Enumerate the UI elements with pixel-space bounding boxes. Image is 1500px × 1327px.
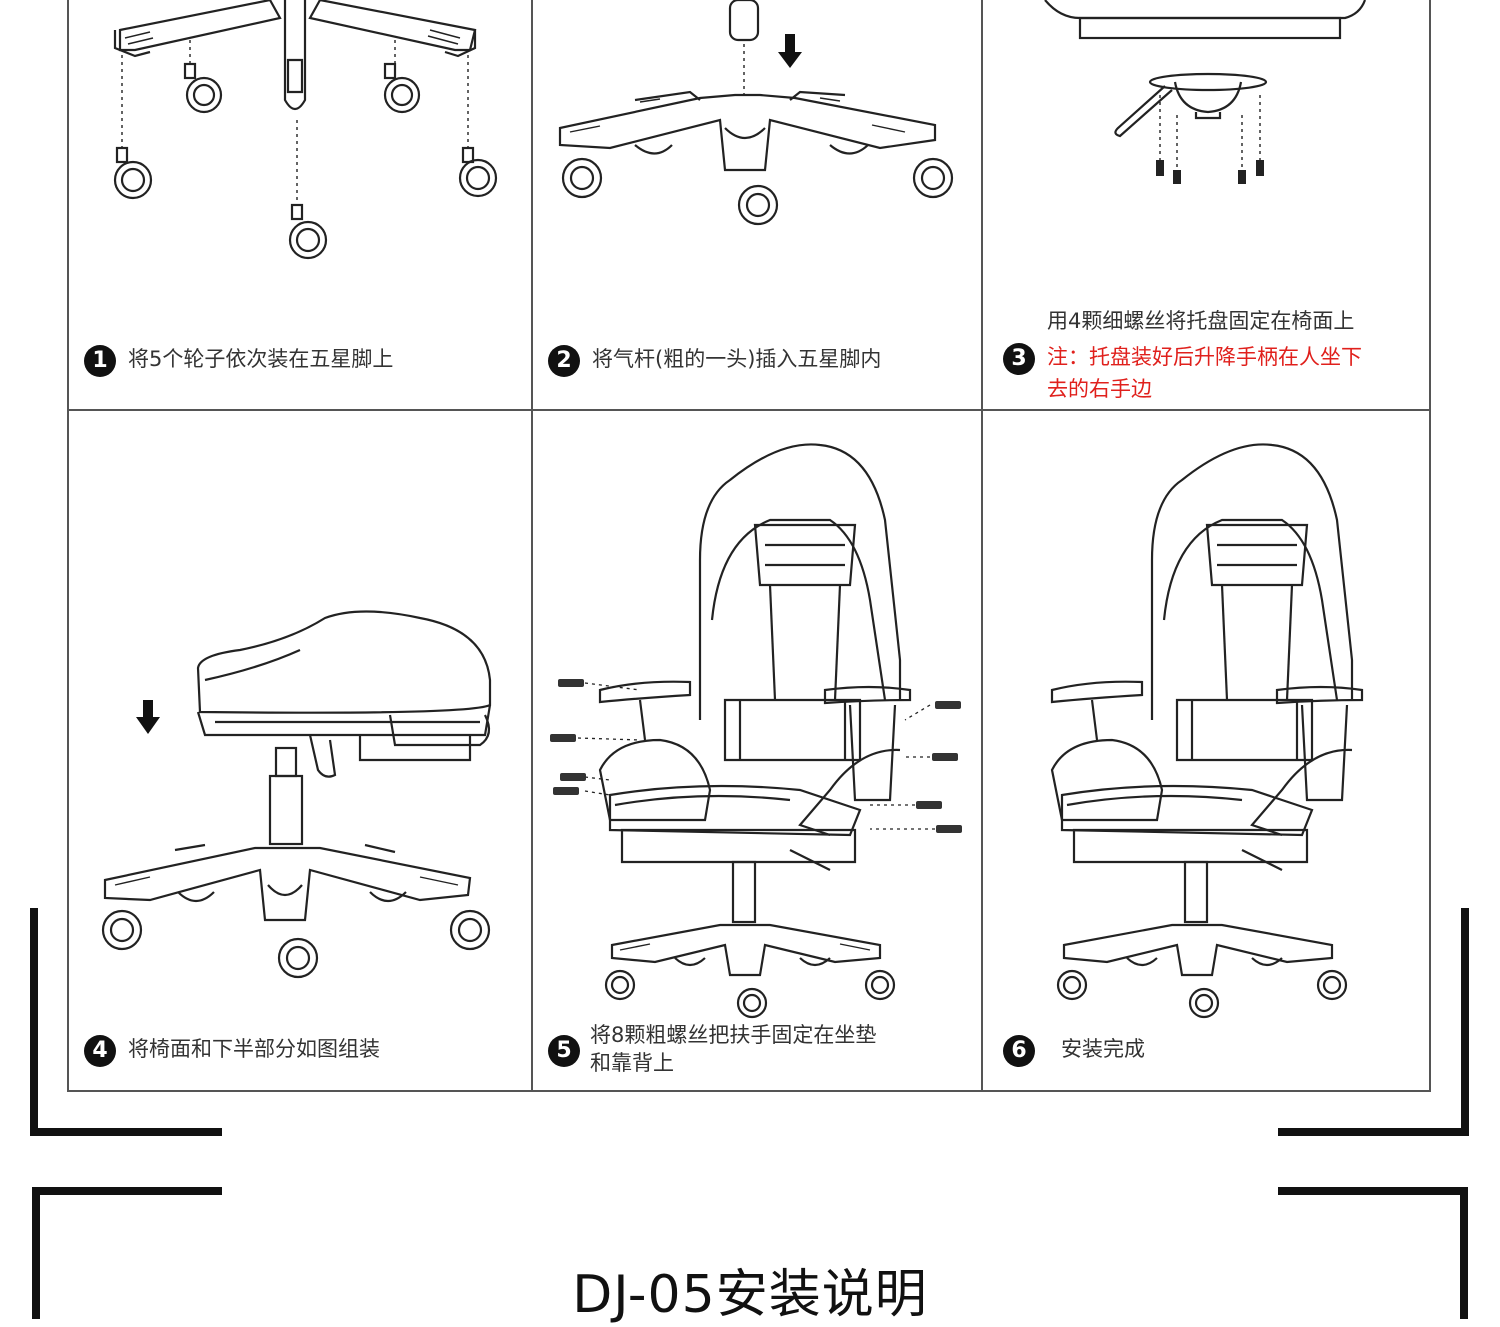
step-text-continued: 和靠背上 [590, 1049, 876, 1077]
step-text: 将气杆(粗的一头)插入五星脚内 [592, 345, 881, 373]
bracket-line [1278, 1128, 1469, 1136]
page-title: DJ-05安装说明 [0, 1252, 1500, 1327]
grid-line [1429, 0, 1431, 1092]
bracket-line [30, 908, 38, 1136]
step-number-badge: 1 [84, 345, 116, 377]
step-text: 将椅面和下半部分如图组装 [128, 1035, 380, 1063]
bracket-line [32, 1187, 222, 1195]
step-text: 安装完成 [1061, 1035, 1145, 1063]
bracket-line [30, 1128, 222, 1136]
step-number-badge: 5 [548, 1035, 580, 1067]
step-2-caption: 2 将气杆(粗的一头)插入五星脚内 [548, 345, 881, 377]
bracket-line [1278, 1187, 1468, 1195]
step-3-note: 注：托盘装好后升降手柄在人坐下 [1047, 343, 1362, 371]
step-3-text: 用4颗细螺丝将托盘固定在椅面上 [1047, 307, 1354, 335]
step-6-caption: 6 安装完成 [1003, 1035, 1145, 1067]
step-number-badge: 3 [1003, 343, 1035, 375]
grid-line [531, 0, 533, 1092]
step-1-caption: 1 将5个轮子依次装在五星脚上 [84, 345, 393, 377]
bracket-line [1461, 908, 1469, 1136]
grid-line [68, 409, 1430, 411]
step-number-badge: 6 [1003, 1035, 1035, 1067]
step-3-caption: 3 注：托盘装好后升降手柄在人坐下 去的右手边 [1003, 343, 1362, 403]
step-3-note-continued: 去的右手边 [1047, 375, 1362, 403]
step-text: 将8颗粗螺丝把扶手固定在坐垫 [590, 1021, 876, 1049]
grid-line [68, 1090, 1430, 1092]
step-5-caption: 5 将8颗粗螺丝把扶手固定在坐垫 和靠背上 [548, 1033, 876, 1077]
step-text: 将5个轮子依次装在五星脚上 [128, 345, 393, 373]
step-number-badge: 2 [548, 345, 580, 377]
grid-line [67, 0, 69, 1092]
step-number-badge: 4 [84, 1035, 116, 1067]
step-4-caption: 4 将椅面和下半部分如图组装 [84, 1035, 380, 1067]
grid-line [981, 0, 983, 1092]
